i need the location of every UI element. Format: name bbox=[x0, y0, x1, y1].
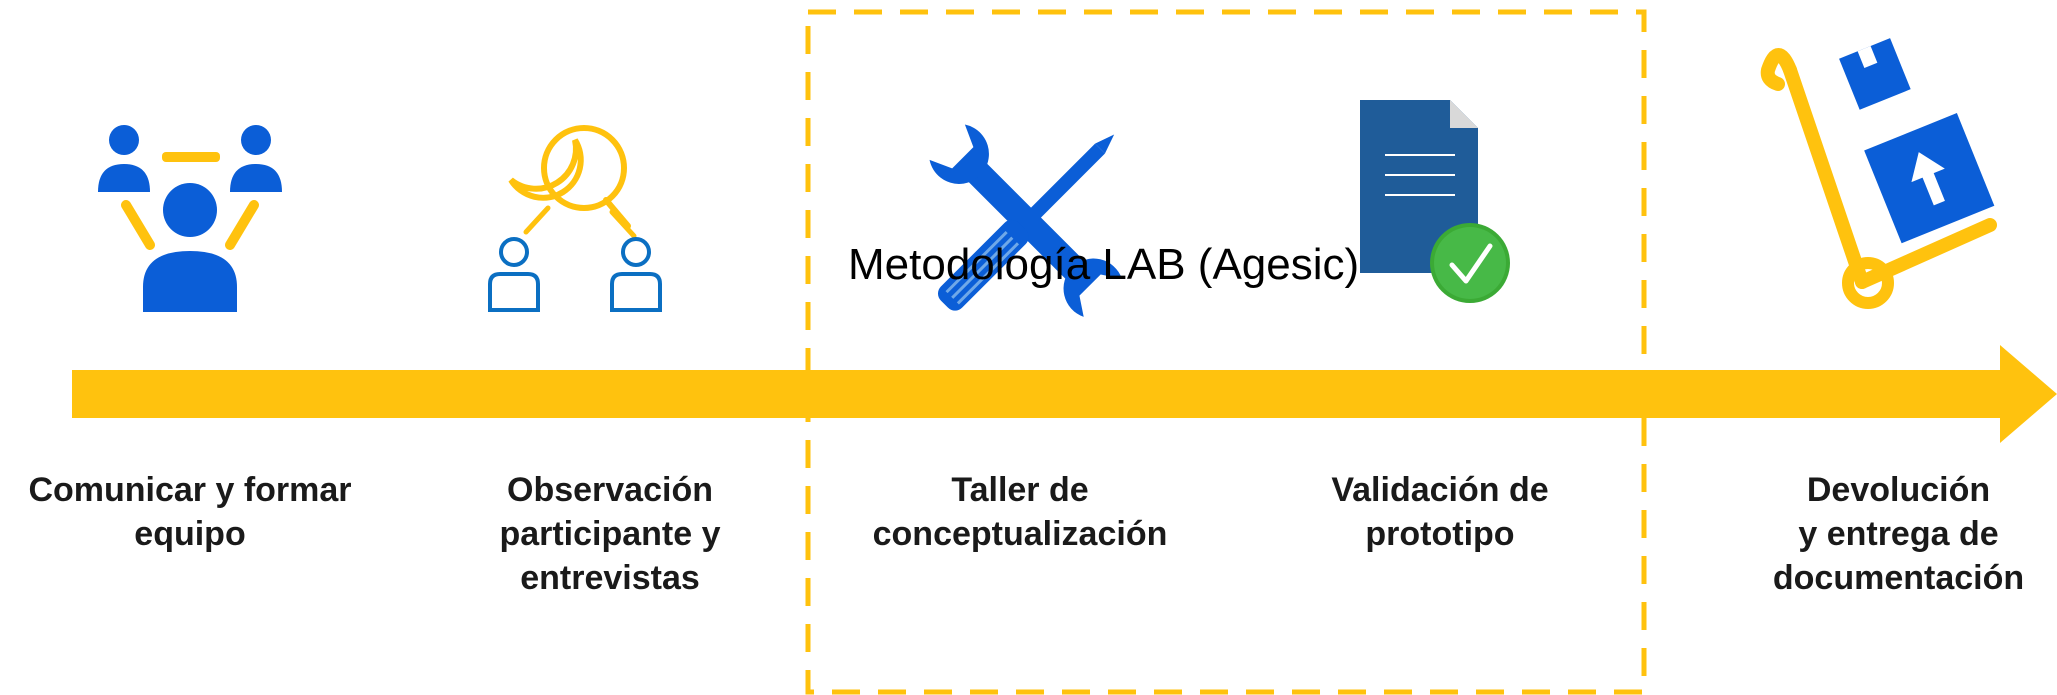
observation-icon bbox=[488, 125, 662, 312]
team-icon bbox=[98, 125, 282, 312]
validated-document-icon bbox=[1360, 100, 1510, 303]
lab-methodology-title: Metodología LAB (Agesic) bbox=[848, 240, 1360, 289]
timeline-arrow bbox=[72, 345, 2057, 443]
hand-truck-icon bbox=[1760, 38, 1997, 309]
tools-icon bbox=[929, 124, 1122, 317]
step-label-devolucion: Devolución y entrega de documentación bbox=[1772, 471, 2025, 597]
step-label-taller: Taller de conceptualización bbox=[872, 471, 1168, 553]
step-label-comunicar: Comunicar y formar equipo bbox=[28, 471, 352, 553]
step-label-observacion: Observación participante y entrevistas bbox=[499, 471, 721, 597]
step-label-validacion: Validación de prototipo bbox=[1331, 471, 1549, 553]
lab-methodology-region bbox=[805, 9, 1647, 695]
